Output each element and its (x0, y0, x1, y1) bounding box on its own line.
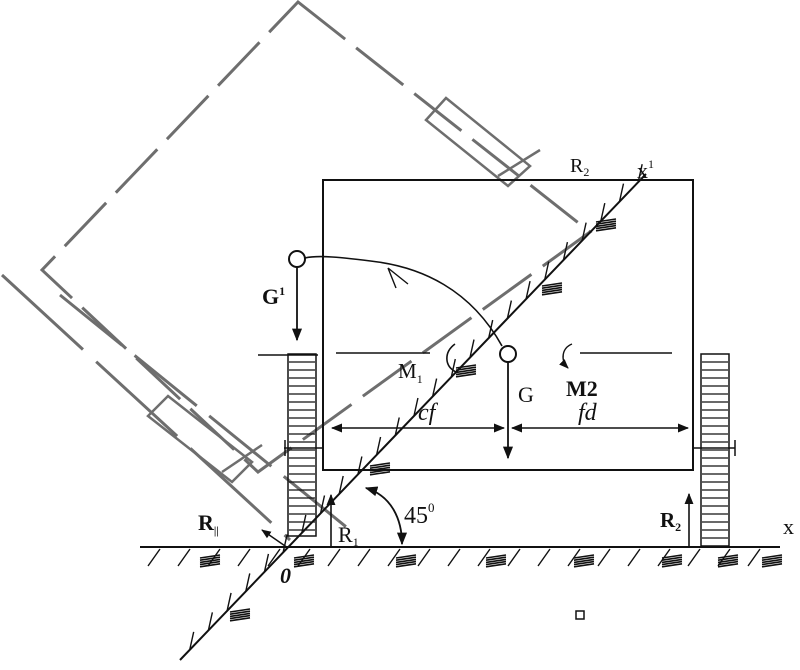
soil-scribble (761, 554, 783, 568)
moment-m2-icon (558, 343, 573, 369)
ground-hatch-tick (687, 548, 701, 567)
soil-marks (199, 218, 783, 622)
ground-hatch-tick (747, 548, 761, 567)
ground-hatch-tick (147, 548, 161, 567)
incline-hatch-tick (245, 573, 251, 592)
ground-hatch-tick (507, 548, 521, 567)
inclined-plane (179, 164, 647, 661)
ground-hatch-tick (477, 548, 491, 567)
label-r1: R1 (338, 522, 359, 549)
label-x-axis: x (783, 514, 794, 539)
soil-scribble (369, 462, 391, 476)
label-angle-45: 450 (404, 500, 435, 529)
incline-hatch-tick (282, 534, 288, 553)
label-m2: M2 (566, 376, 598, 401)
incline-hatch-tick (357, 456, 363, 475)
incline-hatch-tick (263, 553, 270, 573)
ground-hatch-tick (597, 548, 611, 567)
incline-hatch-tick (618, 183, 625, 202)
soil-scribble (395, 554, 417, 568)
center-of-gravity (499, 345, 517, 460)
incline-hatch-tick (525, 280, 531, 300)
moment-m1-icon (446, 343, 457, 373)
incline-hatch-tick (226, 592, 232, 612)
label-cf: cf (418, 400, 439, 426)
angle-arc (364, 486, 408, 546)
reaction-r-parallel (261, 529, 289, 549)
small-square-marker (575, 610, 585, 620)
ground-hatch-tick (387, 548, 401, 567)
rotation-path-arc (304, 255, 503, 347)
ground-hatch-tick (237, 548, 251, 567)
label-r2-top: R2 (570, 155, 589, 179)
ground-hatch-tick (627, 548, 641, 567)
label-r2-right: R2 (660, 508, 681, 534)
ground-hatch-tick (177, 548, 191, 567)
left-wheel (287, 353, 317, 537)
ground-hatch-tick (537, 548, 551, 567)
label-x-prime: x1 (637, 157, 654, 183)
incline-hatch-tick (544, 261, 550, 280)
soil-scribble (293, 554, 315, 568)
ground-hatch-tick (327, 548, 341, 567)
right-wheel (700, 353, 730, 547)
incline-hatch-tick (319, 495, 326, 514)
soil-scribble (455, 364, 477, 378)
soil-scribble (485, 554, 507, 568)
incline-hatch-tick (413, 397, 419, 417)
incline-hatch-tick (469, 339, 475, 358)
soil-scribble (541, 282, 563, 296)
incline-hatch-tick (506, 300, 513, 319)
incline-hatch-tick (189, 631, 195, 651)
soil-scribble (573, 554, 595, 568)
label-r-parallel: R|| (198, 510, 219, 537)
ground-hatch-tick (267, 548, 281, 567)
soil-scribble (199, 554, 221, 568)
tilted-vehicle-outline (0, 0, 593, 542)
incline-hatch-tick (562, 241, 569, 261)
label-g: G (518, 382, 534, 407)
incline-hatch-tick (207, 612, 214, 631)
ground-hatch-tick (417, 548, 431, 567)
soil-scribble (229, 608, 251, 622)
soil-scribble (717, 554, 739, 568)
incline-hatch-tick (600, 202, 606, 222)
label-fd: fd (578, 400, 598, 426)
tilted-center-of-gravity (288, 250, 306, 342)
incline-hatch-tick (338, 475, 344, 495)
incline-hatch-tick (581, 222, 587, 241)
soil-scribble (661, 554, 683, 568)
label-m1: M1 (398, 359, 423, 386)
soil-scribble (595, 218, 617, 232)
ground-line (140, 546, 780, 567)
ground-hatch-tick (447, 548, 461, 567)
incline-hatch-tick (375, 436, 382, 456)
label-origin: 0 (280, 563, 291, 588)
incline-hatch-tick (637, 164, 643, 183)
incline-hatch-tick (301, 514, 307, 534)
incline-hatch-tick (450, 358, 456, 378)
label-g-prime: G1 (262, 284, 285, 309)
incline-hatch-tick (431, 378, 438, 397)
rotation-path-arrow-icon (387, 267, 409, 289)
ground-hatch-tick (357, 548, 371, 567)
upright-vehicle-body (258, 179, 736, 471)
